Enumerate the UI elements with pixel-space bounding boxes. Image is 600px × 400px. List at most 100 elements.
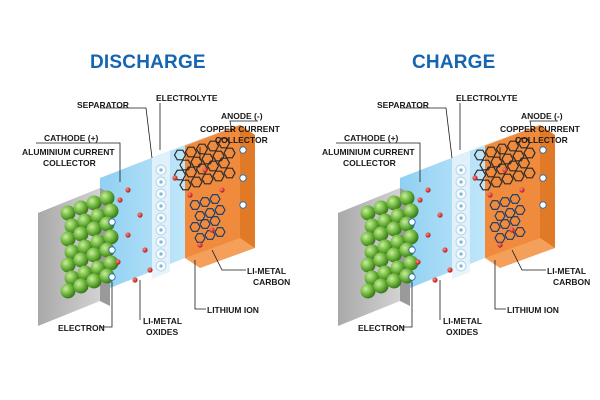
cathode-label: CATHODE (+): [44, 133, 99, 143]
separator-pore-center: [459, 252, 463, 256]
carbon-hexagon: [490, 156, 503, 168]
oxide-sphere: [386, 195, 402, 211]
aluminium-collector-label-line2: COLLECTOR: [343, 158, 396, 168]
li-metal-carbon-label-line1: LI-METAL: [547, 266, 587, 276]
oxide-sphere: [403, 229, 419, 245]
carbon-hexagon: [179, 159, 192, 171]
lithium-ion-dot: [502, 167, 508, 173]
carbon-hexagon: [223, 147, 236, 159]
carbon-lattice-lower: [489, 194, 526, 243]
electron-dot: [108, 218, 116, 226]
electrolyte-label: ELECTROLYTE: [456, 93, 518, 103]
oxide-sphere: [86, 221, 102, 237]
oxide-sphere: [386, 273, 402, 289]
lithium-ion-dot: [202, 167, 208, 173]
carbon-hexagon: [499, 197, 511, 207]
lithium-ion-dot: [142, 247, 148, 253]
lithium-ion-dot: [509, 227, 515, 233]
lithium-ion-dot: [425, 232, 431, 238]
carbon-hexagon: [479, 159, 492, 171]
carbon-hexagon: [501, 153, 514, 165]
leader-line: [400, 107, 453, 159]
carbon-hexagon: [514, 205, 526, 215]
oxide-sphere: [103, 203, 119, 219]
carbon-hexagon: [212, 170, 225, 182]
lithium-ion-dot: [137, 212, 143, 218]
li-metal-oxides-label-line2: OXIDES: [446, 327, 479, 337]
anode-label: ANODE (-): [221, 111, 263, 121]
carbon-hexagon: [199, 219, 211, 229]
lithium-ion-label: LITHIUM ION: [207, 305, 259, 315]
li-metal-carbon-label-line2: CARBON: [253, 277, 291, 287]
carbon-hexagon: [209, 216, 221, 226]
oxide-sphere: [73, 200, 89, 216]
lithium-ion-dot: [117, 197, 123, 203]
oxide-sphere: [60, 257, 76, 273]
copper-collector-label-line2: COLLECTOR: [215, 135, 268, 145]
lithium-ion-dot: [425, 187, 431, 193]
li-metal-oxides-label-line2: OXIDES: [146, 327, 179, 337]
oxide-sphere: [386, 221, 402, 237]
lithium-ion-dot: [219, 187, 225, 193]
separator-pore-center: [159, 264, 163, 268]
li-metal-carbon-label-line1: LI-METAL: [247, 266, 287, 276]
carbon-hexagon: [209, 194, 221, 204]
leader-line: [211, 249, 246, 271]
carbon-hexagon: [494, 233, 506, 243]
discharge-title: DISCHARGE: [90, 52, 206, 73]
oxide-sphere: [360, 257, 376, 273]
oxide-sphere: [73, 226, 89, 242]
copper-collector-side: [240, 125, 255, 248]
separator-pore-center: [459, 168, 463, 172]
oxide-sphere: [373, 252, 389, 268]
lithium-ion-dot: [172, 175, 178, 181]
carbon-hexagon: [490, 176, 503, 188]
separator-pore-center: [459, 228, 463, 232]
cathode-label: CATHODE (+): [344, 133, 399, 143]
oxide-sphere: [373, 200, 389, 216]
electron-label: ELECTRON: [358, 323, 405, 333]
carbon-hexagon: [190, 156, 203, 168]
lithium-ion-dot: [125, 232, 131, 238]
carbon-hexagon: [201, 153, 214, 165]
carbon-hexagon: [199, 197, 211, 207]
li-metal-oxides-label-line1: LI-METAL: [143, 316, 183, 326]
leader-line: [100, 107, 153, 159]
aluminium-collector-label-line1: ALUMINIUM CURRENT: [22, 147, 115, 157]
discharge-battery: [36, 103, 258, 328]
leader-line: [529, 120, 558, 133]
separator-label: SEPARATOR: [77, 100, 129, 110]
oxide-sphere: [403, 255, 419, 271]
carbon-hexagon: [523, 167, 536, 179]
carbon-hexagon: [499, 219, 511, 229]
electron-dot: [239, 146, 247, 154]
oxide-sphere: [73, 278, 89, 294]
carbon-hexagon: [189, 200, 201, 210]
carbon-hexagon: [214, 205, 226, 215]
carbon-hexagon: [523, 147, 536, 159]
anode-label: ANODE (-): [521, 111, 563, 121]
lithium-ion-dot: [187, 192, 193, 198]
lithium-ion-dot: [147, 267, 153, 273]
leader-line: [336, 142, 421, 182]
carbon-hexagon: [223, 167, 236, 179]
separator-pore-center: [159, 216, 163, 220]
carbon-hexagon: [212, 150, 225, 162]
electrolyte-label: ELECTROLYTE: [156, 93, 218, 103]
carbon-hexagon: [501, 173, 514, 185]
separator-pore-center: [159, 204, 163, 208]
oxide-sphere: [60, 205, 76, 221]
carbon-lattice: [473, 137, 536, 191]
carbon-hexagon: [512, 170, 525, 182]
oxide-sphere: [399, 190, 415, 206]
oxide-sphere: [103, 229, 119, 245]
separator-pore-center: [159, 168, 163, 172]
oxide-sphere: [73, 252, 89, 268]
carbon-hexagon: [201, 173, 214, 185]
carbon-hexagon: [489, 200, 501, 210]
leader-line: [36, 142, 121, 182]
leader-line: [494, 260, 506, 310]
lithium-ion-dot: [415, 259, 421, 265]
separator-pore-center: [459, 216, 463, 220]
